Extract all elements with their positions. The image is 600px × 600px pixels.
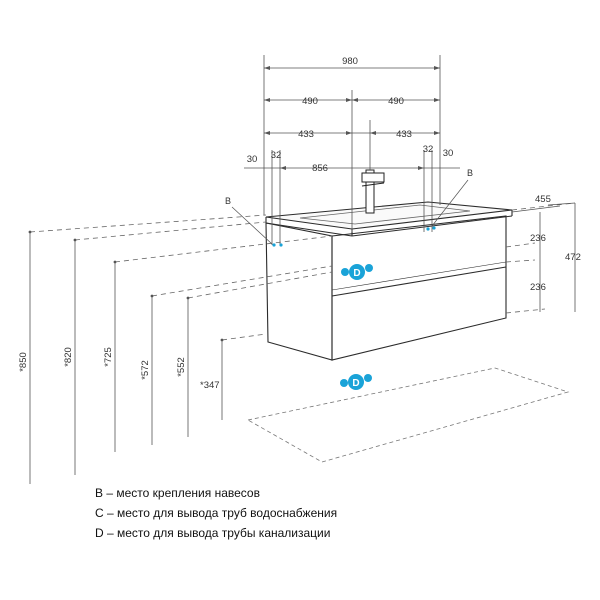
dim-height-347: *347 [200, 380, 220, 391]
floor-outline [246, 367, 570, 463]
dim-height-850: *850 [18, 352, 29, 372]
d-marker-upper [349, 264, 365, 280]
height-dim-lines [29, 232, 223, 484]
cabinet [265, 169, 513, 361]
dim-total-width: 980 [342, 56, 358, 67]
d-marker-lower [348, 374, 364, 390]
c-marker-left [341, 268, 349, 276]
c-marker-right [365, 264, 373, 272]
svg-text:D: D [353, 268, 360, 279]
dim-pipe-left: 433 [298, 129, 314, 140]
basin [299, 204, 471, 225]
dim-height-552: *552 [176, 357, 187, 377]
top-dim-arrows [264, 66, 440, 170]
dim-height-820: *820 [63, 347, 74, 367]
dim-depth: 455 [535, 194, 551, 205]
svg-text:B: B [225, 196, 231, 206]
dim-drawer-bottom: 236 [530, 282, 546, 293]
dim-edge-left-a: 30 [247, 154, 258, 165]
dim-half-left: 490 [302, 96, 318, 107]
b-marker-right: B [426, 168, 473, 231]
legend-c: C – место для вывода труб водоснабжения [95, 506, 338, 520]
svg-text:B: B [467, 168, 473, 178]
dim-edge-right-b: 30 [443, 148, 454, 159]
legend-b: B – место крепления навесов [95, 486, 260, 500]
dim-drawer-top: 236 [530, 233, 546, 244]
height-dim-ticks [28, 230, 224, 342]
legend-d: D – место для вывода трубы канализации [95, 526, 331, 540]
cd-markers-lower: D [340, 374, 372, 390]
dim-height-725: *725 [103, 347, 114, 367]
cabinet-left-side [265, 222, 333, 361]
svg-text:D: D [352, 378, 359, 389]
dim-height-total: 472 [565, 252, 581, 263]
dim-pipe-right: 433 [396, 129, 412, 140]
dim-edge-right-a: 32 [423, 144, 434, 155]
drawer-split [331, 266, 507, 297]
dim-mount-span: 856 [312, 163, 328, 174]
right-dim-lines [511, 202, 576, 312]
dim-edge-left-b: 32 [271, 150, 282, 161]
dim-height-572: *572 [140, 360, 151, 380]
cabinet-front [331, 215, 507, 361]
cd-markers-upper: D [341, 264, 373, 280]
dim-half-right: 490 [388, 96, 404, 107]
reference-lines [29, 202, 576, 341]
b-marker-left: B [225, 196, 283, 247]
countertop [265, 201, 513, 230]
